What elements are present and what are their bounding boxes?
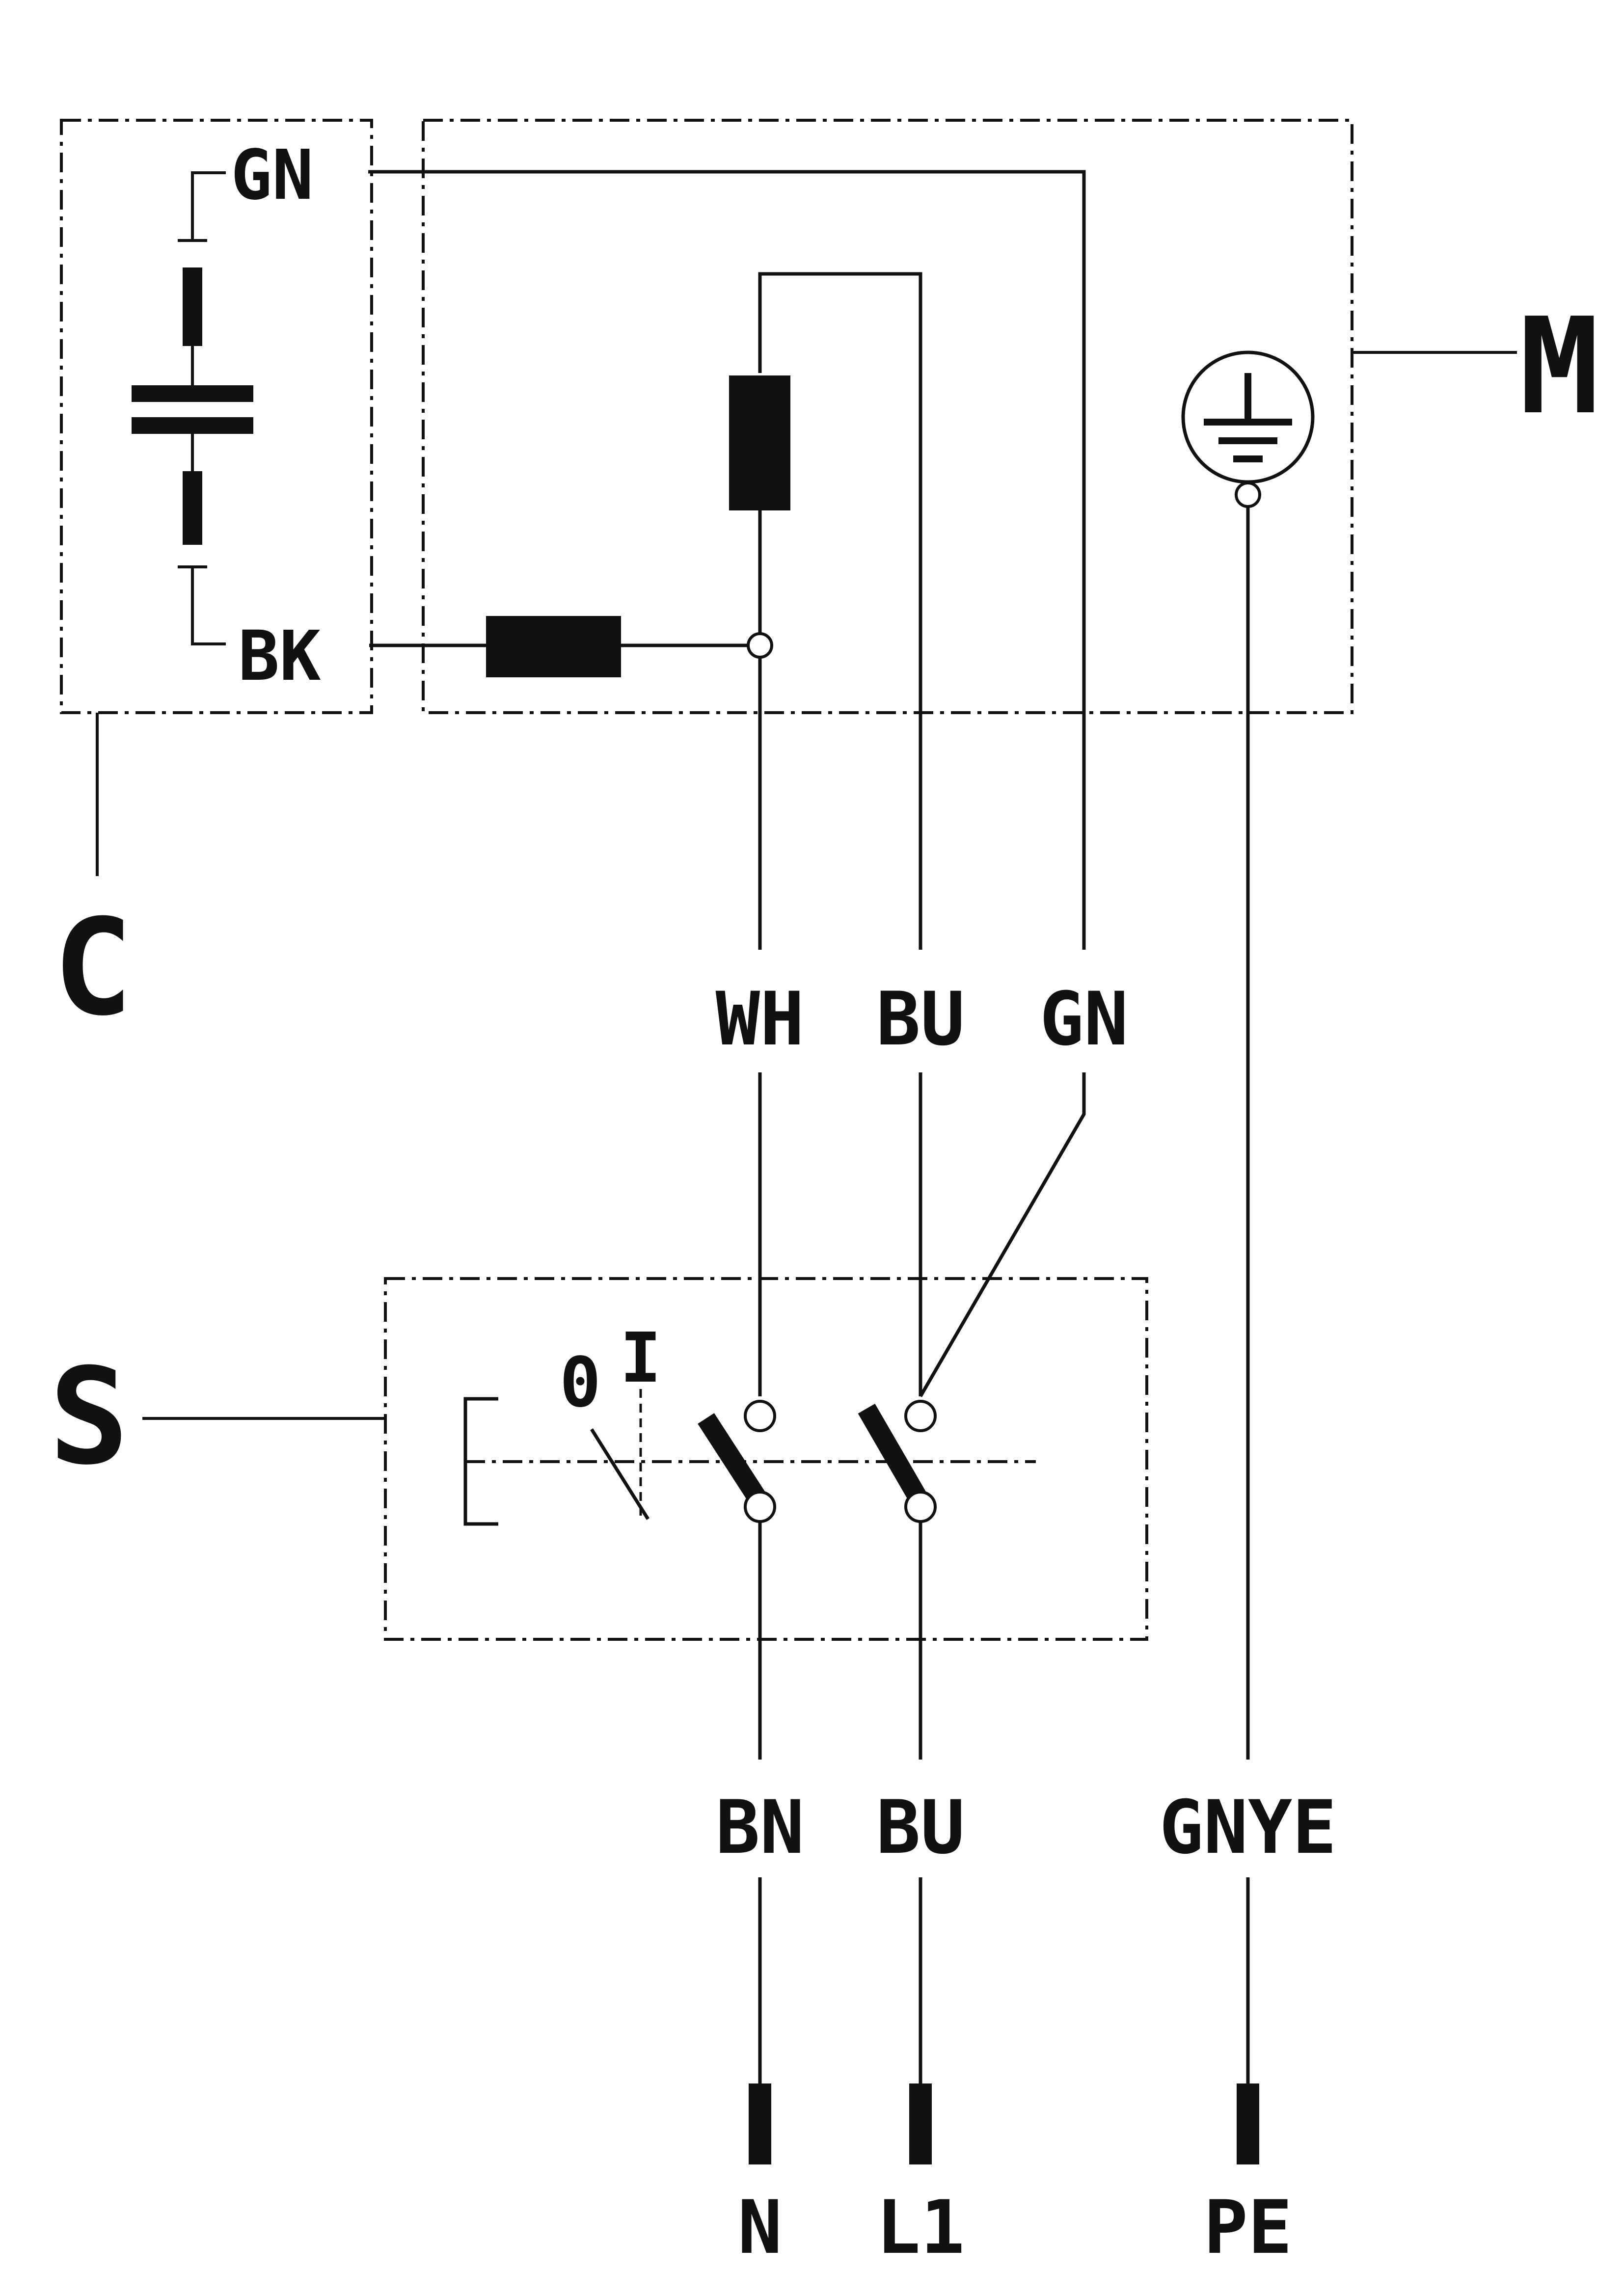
motor-wire-gn-label: GN <box>1040 977 1129 1062</box>
capacitor-symbol <box>132 171 253 645</box>
motor-wire-bu-label: BU <box>876 977 965 1062</box>
gn-wire <box>368 170 1086 950</box>
motor-label: M <box>1519 289 1599 444</box>
switch-on-label: I <box>620 1318 661 1398</box>
supply-wire-bu-label: BU <box>876 1785 965 1870</box>
cap-wire-gn-label: GN <box>231 135 314 215</box>
bu-wire <box>758 272 922 950</box>
switch-label: S <box>49 1339 129 1494</box>
terminal-pin-pe <box>1237 2083 1259 2164</box>
supply-wire-bn-label: BN <box>716 1785 805 1870</box>
switch-symbol <box>463 1389 1036 1526</box>
motor-windings <box>486 375 790 677</box>
terminal-pe-label: PE <box>1204 2185 1293 2270</box>
terminal-pin-n <box>749 2083 771 2164</box>
terminal-l1-label: L1 <box>876 2185 965 2270</box>
leader-lines <box>96 351 1517 1420</box>
switch-box <box>384 1277 1148 1641</box>
main-winding <box>729 375 790 510</box>
cap-wire-bk-label: BK <box>238 616 321 696</box>
switch-off-label: 0 <box>560 1343 601 1423</box>
motor-wire-wh-label: WH <box>716 977 805 1062</box>
enclosures <box>60 119 1353 1641</box>
motor-box <box>422 119 1353 714</box>
capacitor-box <box>60 119 373 714</box>
protective-earth-icon <box>1181 350 1315 508</box>
supply-wire-gnye-label: GNYE <box>1159 1785 1336 1870</box>
terminal-n-label: N <box>738 2185 782 2270</box>
aux-winding <box>486 616 621 677</box>
terminal-pins <box>749 2083 1259 2164</box>
wires <box>368 170 1250 2083</box>
terminal-pin-l1 <box>909 2083 932 2164</box>
text-labels: GN BK C M S WH BU GN 0 I BN BU GNYE N L1… <box>49 135 1599 2270</box>
motor-junction <box>747 632 773 659</box>
capacitor-label: C <box>53 890 133 1045</box>
